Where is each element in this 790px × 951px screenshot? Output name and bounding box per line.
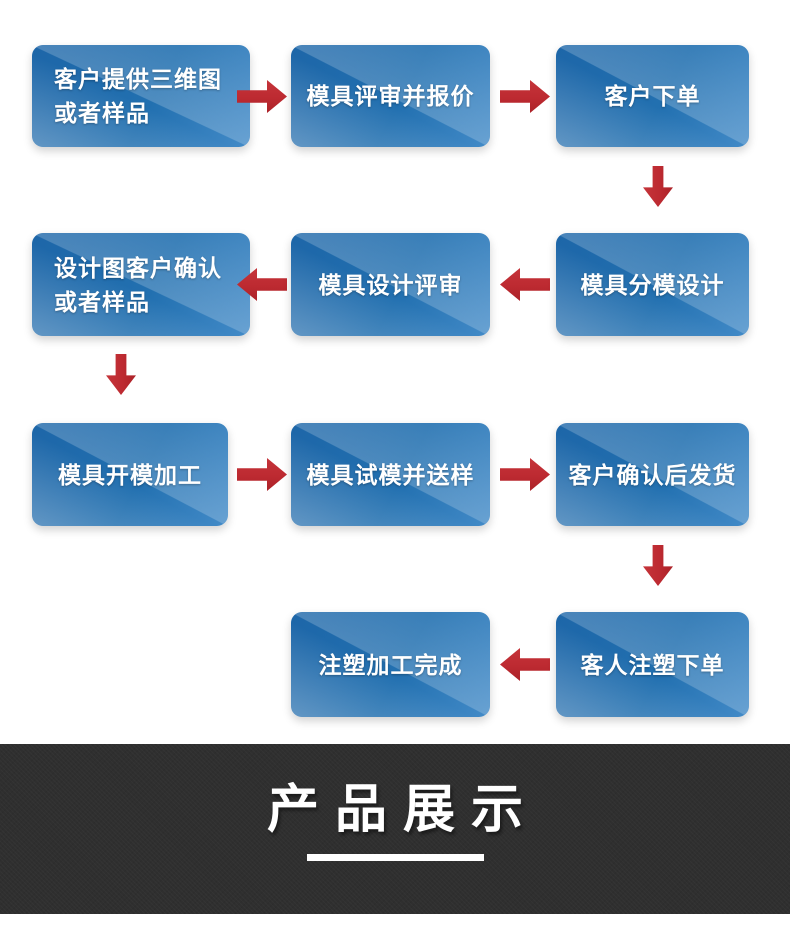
arrow-right-icon [237, 458, 287, 491]
flow-step-label: 注塑加工完成 [318, 651, 463, 678]
arrow-down-icon [106, 354, 136, 395]
flow-step-customer-confirm-ship: 客户确认后发货 [556, 423, 749, 526]
flow-step-customer-order: 客户下单 [556, 45, 749, 147]
arrow-left-icon [500, 648, 550, 681]
flow-step-label: 或者样品 [54, 100, 150, 126]
flow-step-design-confirm: 设计图客户确认 或者样品 [32, 233, 250, 336]
arrow-down-icon [643, 166, 673, 207]
flow-step-mold-trial-sample: 模具试模并送样 [291, 423, 490, 526]
flow-step-mold-review-quote: 模具评审并报价 [291, 45, 490, 147]
flow-step-label: 或者样品 [54, 288, 150, 315]
arrow-left-icon [500, 268, 550, 301]
arrow-right-icon [500, 458, 550, 491]
product-showcase-banner: 产品展示 [0, 744, 790, 914]
flow-step-label: 客户确认后发货 [568, 461, 737, 488]
arrow-right-icon [500, 80, 550, 113]
arrow-down-icon [643, 545, 673, 586]
flow-step-label: 模具分模设计 [580, 271, 725, 298]
flow-step-mold-design-review: 模具设计评审 [291, 233, 490, 336]
flow-step-label: 模具试模并送样 [306, 461, 475, 488]
flow-step-label: 设计图客户确认 [54, 254, 222, 281]
flow-step-customer-injection-order: 客人注塑下单 [556, 612, 749, 717]
flow-step-label: 模具开模加工 [58, 461, 202, 488]
flow-step-label: 模具评审并报价 [306, 83, 475, 109]
banner-title-underline [306, 854, 484, 861]
flow-step-label: 客户提供三维图 [54, 66, 222, 92]
flow-step-mold-making: 模具开模加工 [32, 423, 228, 526]
flow-step-label: 模具设计评审 [318, 271, 463, 298]
flow-step-label: 客人注塑下单 [580, 651, 725, 678]
banner-title: 产品展示 [266, 781, 539, 839]
flow-step-injection-complete: 注塑加工完成 [291, 612, 490, 717]
flow-step-label: 客户下单 [604, 83, 701, 109]
flow-step-mold-parting-design: 模具分模设计 [556, 233, 749, 336]
flow-step-customer-provides-3d: 客户提供三维图 或者样品 [32, 45, 250, 147]
